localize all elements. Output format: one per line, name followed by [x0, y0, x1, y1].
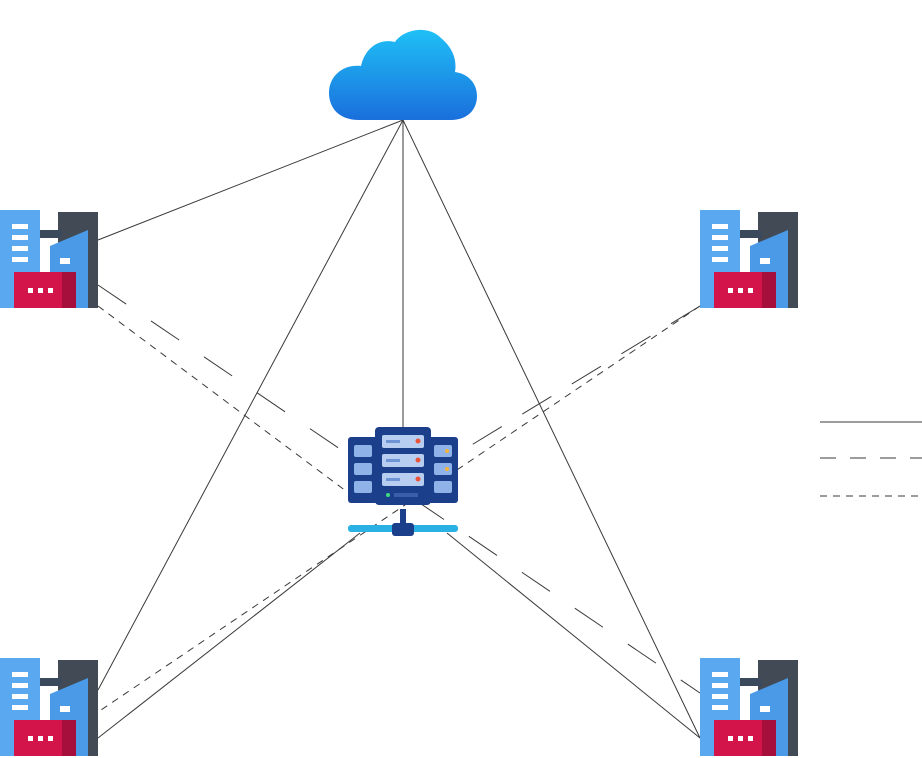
connection-line — [97, 305, 701, 713]
connection-line — [446, 532, 701, 739]
connection-line — [97, 119, 404, 241]
office-building-icon — [700, 210, 798, 308]
office-building-icon — [700, 658, 798, 756]
office-building-icon — [0, 210, 98, 308]
cloud-icon — [329, 29, 477, 120]
legend — [820, 421, 922, 497]
server-rack-icon — [348, 427, 458, 536]
connection-line — [97, 532, 361, 739]
connections — [97, 119, 701, 739]
connection-line — [97, 119, 404, 691]
connection-line — [97, 305, 351, 495]
connection-line — [459, 305, 701, 453]
connection-line — [97, 284, 701, 694]
connection-line — [402, 119, 701, 739]
office-building-icon — [0, 658, 98, 756]
